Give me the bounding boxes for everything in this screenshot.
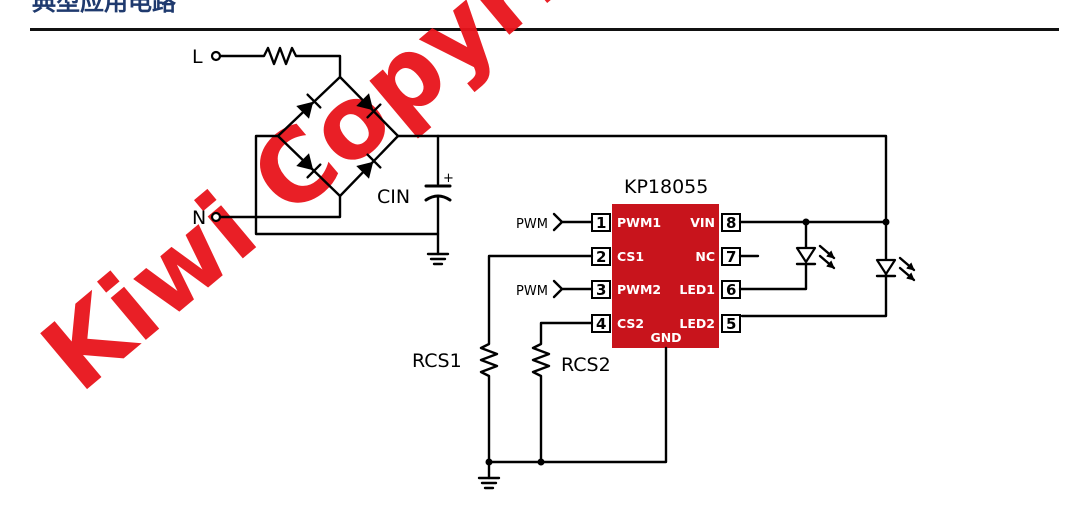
section-title: 典型应用电路: [32, 0, 176, 16]
pwm1-label: PWM: [516, 217, 548, 232]
pin-6-number: 6: [726, 281, 736, 299]
pin-8-number: 8: [726, 214, 736, 232]
pin-8-label: VIN: [690, 215, 715, 230]
terminal-l: L: [192, 46, 222, 68]
terminal-l-label: L: [192, 46, 203, 68]
gnd-return-wire: [487, 346, 668, 480]
rcs1-resistor: RCS1: [412, 254, 594, 464]
pin-3-label: PWM2: [617, 282, 661, 297]
terminal-n: N: [192, 207, 222, 229]
pin-7-label: NC: [695, 249, 715, 264]
vin-rail: [396, 134, 888, 318]
pin-4-number: 4: [596, 315, 606, 333]
input-resistor: [218, 46, 342, 79]
diode-icon: [356, 153, 382, 179]
pwm1-input: PWM: [516, 212, 594, 232]
junction-dot: [485, 458, 493, 466]
led1: [738, 220, 836, 291]
diode-icon: [296, 153, 322, 179]
pin-2-label: CS1: [617, 249, 644, 264]
pin-6-label: LED1: [679, 282, 715, 297]
chip: KP18055 1 2 3 4 8 7 6 5 PWM1 CS1 PWM2 CS…: [591, 176, 741, 348]
pin-3-number: 3: [596, 281, 606, 299]
pwm2-label: PWM: [516, 284, 548, 299]
diode-icon: [296, 93, 322, 119]
capacitor-label: CIN: [377, 186, 410, 208]
pin-1-number: 1: [596, 214, 606, 232]
pin-5-label: LED2: [679, 316, 715, 331]
input-capacitor: + CIN: [377, 134, 454, 266]
pin-7-number: 7: [726, 248, 736, 266]
rcs1-label: RCS1: [412, 350, 462, 372]
pin-2-number: 2: [596, 248, 606, 266]
chip-body: [612, 204, 719, 348]
capacitor-polarity: +: [443, 171, 454, 186]
rcs2-label: RCS2: [561, 354, 611, 376]
rcs2-resistor: RCS2: [531, 321, 611, 464]
pwm2-input: PWM: [516, 279, 594, 299]
terminal-n-label: N: [192, 207, 206, 229]
junction-dot: [537, 458, 545, 466]
title-underline: [30, 28, 1059, 31]
bridge-rectifier: [218, 75, 440, 236]
diode-icon: [356, 93, 382, 119]
chip-name: KP18055: [624, 176, 708, 198]
gnd-label: GND: [650, 330, 681, 345]
led2: [875, 256, 916, 282]
pin-1-label: PWM1: [617, 215, 661, 230]
ground-symbol: [477, 476, 501, 490]
pin-4-label: CS2: [617, 316, 644, 331]
junction-dot: [882, 218, 890, 226]
pin-5-number: 5: [726, 315, 736, 333]
